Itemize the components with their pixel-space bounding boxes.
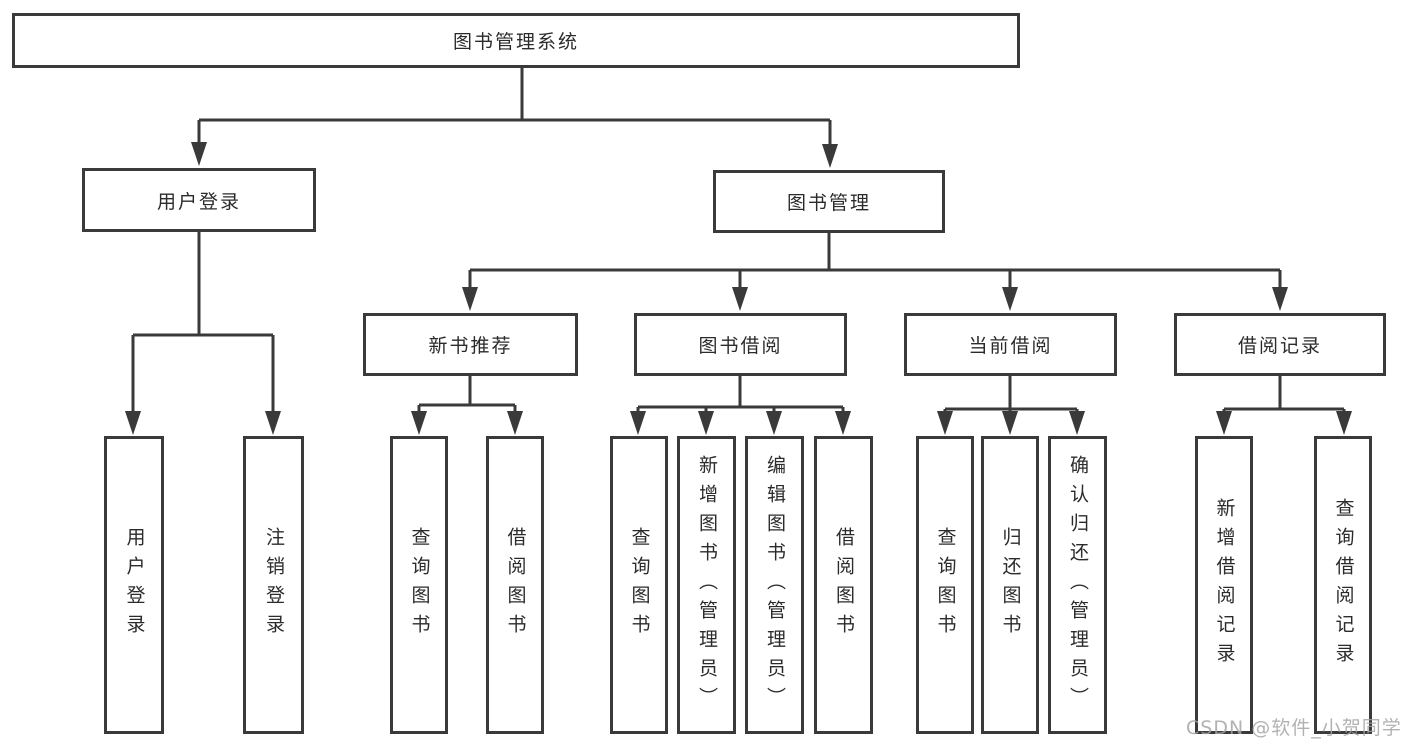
leaf-logout-label: 注销登录: [263, 527, 285, 643]
leaf-bookborrow-borrow-label: 借阅图书: [833, 527, 855, 643]
node-current-borrow: 当前借阅: [904, 313, 1117, 376]
leaf-currentborrow-query: 查询图书: [916, 436, 974, 734]
leaf-user-login-label: 用户登录: [123, 527, 146, 643]
leaf-currentborrow-return: 归还图书: [981, 436, 1039, 734]
leaf-bookborrow-add-label: 新增图书（管理员）: [696, 454, 718, 716]
node-new-book-recommend: 新书推荐: [363, 313, 578, 376]
node-user-login: 用户登录: [82, 168, 316, 232]
leaf-currentborrow-confirm-label: 确认归还（管理员）: [1067, 454, 1089, 716]
leaf-bookborrow-edit-label: 编辑图书（管理员）: [764, 454, 786, 716]
leaf-currentborrow-return-label: 归还图书: [999, 527, 1022, 643]
leaf-record-query: 查询借阅记录: [1314, 436, 1372, 734]
leaf-bookborrow-edit: 编辑图书（管理员）: [745, 436, 804, 734]
leaf-currentborrow-query-label: 查询图书: [934, 527, 957, 643]
node-book-borrow: 图书借阅: [634, 313, 847, 376]
node-current-borrow-label: 当前借阅: [968, 335, 1053, 357]
node-book-management: 图书管理: [713, 170, 945, 233]
node-root-label: 图书管理系统: [452, 31, 579, 53]
leaf-bookborrow-borrow: 借阅图书: [814, 436, 873, 734]
leaf-newbook-query-label: 查询图书: [408, 527, 431, 643]
leaf-record-query-label: 查询借阅记录: [1332, 498, 1355, 672]
leaf-bookborrow-query: 查询图书: [610, 436, 668, 734]
csdn-watermark: CSDN @软件_小贺同学: [1186, 717, 1402, 739]
node-borrow-record: 借阅记录: [1174, 313, 1386, 376]
leaf-user-login: 用户登录: [104, 436, 164, 734]
leaf-newbook-borrow: 借阅图书: [486, 436, 544, 734]
node-new-book-recommend-label: 新书推荐: [428, 335, 513, 357]
node-book-management-label: 图书管理: [786, 192, 871, 214]
leaf-currentborrow-confirm: 确认归还（管理员）: [1048, 436, 1107, 734]
leaf-newbook-query: 查询图书: [390, 436, 448, 734]
node-root: 图书管理系统: [12, 13, 1020, 68]
leaf-newbook-borrow-label: 借阅图书: [504, 527, 527, 643]
leaf-record-add-label: 新增借阅记录: [1213, 498, 1236, 672]
leaf-bookborrow-query-label: 查询图书: [628, 527, 651, 643]
node-book-borrow-label: 图书借阅: [698, 335, 783, 357]
leaf-bookborrow-add: 新增图书（管理员）: [677, 436, 736, 734]
node-user-login-label: 用户登录: [156, 190, 241, 213]
node-borrow-record-label: 借阅记录: [1237, 335, 1322, 357]
leaf-record-add: 新增借阅记录: [1195, 436, 1253, 734]
leaf-logout: 注销登录: [243, 436, 304, 734]
